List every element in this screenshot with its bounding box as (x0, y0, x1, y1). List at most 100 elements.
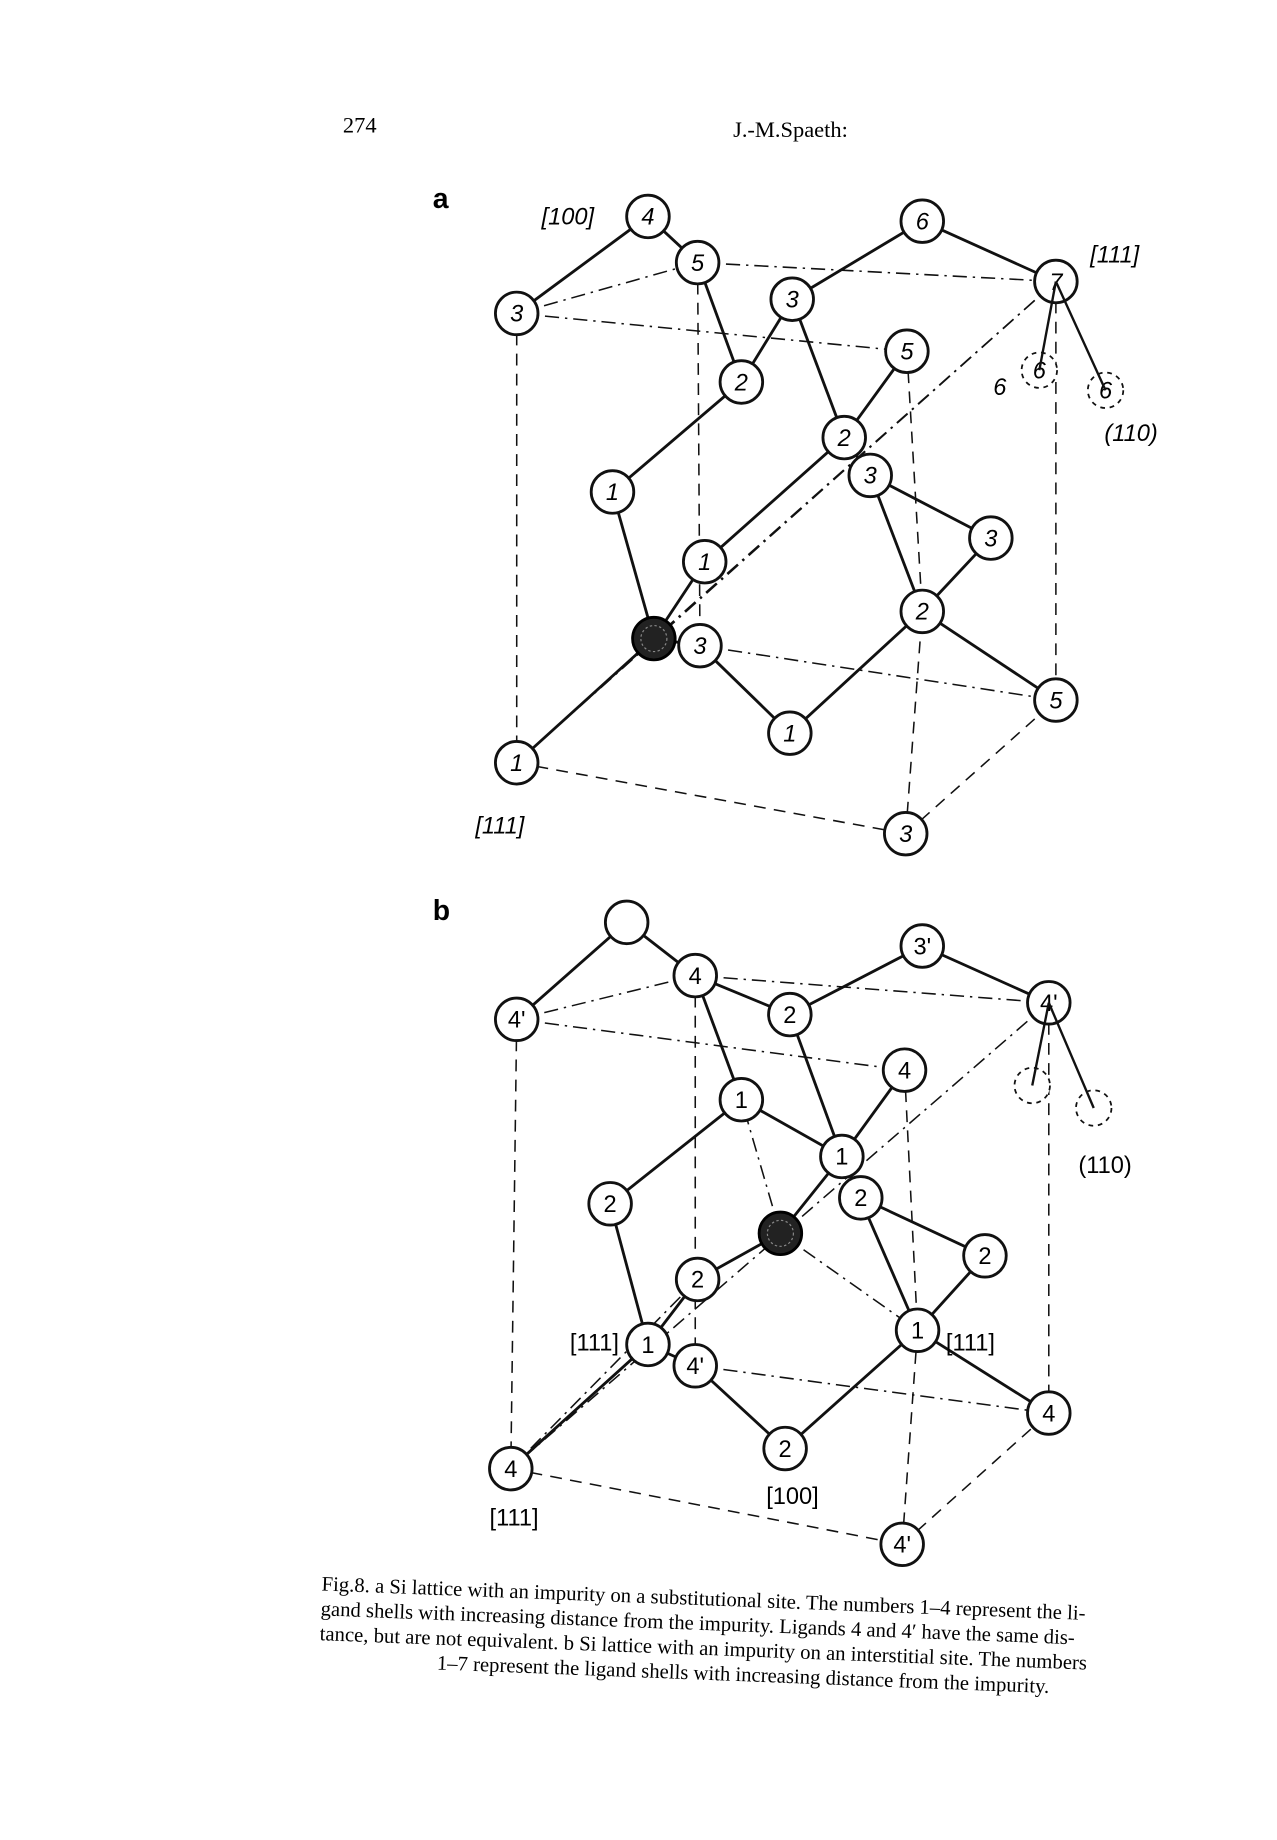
lattice-atom (625, 1321, 671, 1368)
lattice-atom (488, 1445, 534, 1492)
lattice-atom (494, 290, 540, 337)
lattice-atom (899, 588, 945, 635)
atom-label: 4 (504, 1457, 517, 1483)
direction-label: [111] (474, 814, 525, 840)
lattice-atom (767, 710, 813, 756)
atom-label: 5 (1049, 688, 1063, 714)
impurity-hatch (640, 624, 668, 653)
impurity-atom (757, 1210, 804, 1257)
bond-line (789, 944, 923, 1016)
lattice-edge (516, 261, 698, 315)
impurity-atom (631, 615, 677, 662)
bond-line (790, 298, 846, 439)
lattice-edge (516, 1018, 905, 1071)
atom-label: 2 (837, 426, 851, 452)
ghost-atom (1013, 1066, 1051, 1105)
lattice-atom (899, 923, 945, 969)
atom-label: 1 (698, 550, 711, 576)
lattice-atom (821, 414, 867, 461)
atom-label: 2 (734, 370, 748, 396)
lattice-atom (884, 328, 930, 374)
direction-label: (110) (1104, 421, 1157, 447)
lattice-edge (905, 699, 1057, 835)
atom-label: 3 (984, 526, 997, 552)
lattice-atom (767, 991, 813, 1038)
bond-line (515, 215, 649, 315)
atom-label: 2 (854, 1186, 867, 1212)
panel-label-b: b (433, 895, 450, 927)
bond-line (1038, 281, 1058, 371)
atom-label: 4 (898, 1058, 911, 1084)
bond-line (608, 1203, 650, 1345)
direction-label: [111] (490, 1505, 539, 1531)
atom-label: 2 (915, 600, 929, 626)
lattice-atom (677, 622, 723, 669)
lattice-atom (589, 469, 636, 515)
atom-label: 6 (1033, 358, 1047, 384)
direction-label: [111] (570, 1330, 619, 1356)
atom-label: 1 (911, 1319, 924, 1345)
atom-label: 4 (641, 205, 654, 231)
lattice-atom (718, 359, 765, 405)
lattice-atom (603, 899, 650, 946)
lattice-atom (847, 452, 893, 499)
bond-line (609, 1098, 743, 1205)
bond-line (788, 1014, 844, 1157)
bond-line (1047, 1002, 1095, 1109)
direction-label: [111] (1089, 243, 1140, 269)
lattice-atom (674, 239, 721, 286)
atom-label: 5 (691, 251, 705, 277)
atom-label: 4' (686, 1354, 704, 1380)
figure-a-lattice: a 664657335223131235113[100][111]6(110)[… (433, 183, 1158, 857)
lattice-edge (510, 1278, 699, 1470)
direction-label: 6 (993, 375, 1007, 401)
lattice-atom (494, 740, 540, 786)
bond-line (791, 219, 924, 301)
atom-label: 2 (604, 1192, 617, 1218)
lattice-edge (697, 261, 1056, 283)
lattice-edge (516, 312, 907, 353)
atom-label: 4' (893, 1533, 911, 1559)
atom-label: 4 (1042, 1401, 1055, 1427)
bond-line (868, 474, 924, 612)
bond-line (921, 610, 1057, 702)
atom-label: 1 (783, 721, 796, 747)
lattice-edge (516, 974, 696, 1021)
lattice-edge (740, 1099, 782, 1234)
direction-label: [100] (766, 1484, 819, 1510)
atom-label: 3' (913, 934, 931, 960)
bond-line (1054, 281, 1107, 391)
panel-label-a: a (433, 183, 449, 215)
bond-line (703, 436, 846, 563)
lattice-edge (516, 761, 906, 835)
bond-line (611, 380, 743, 494)
lattice-atom (762, 1425, 808, 1472)
atom-label: 3 (899, 822, 912, 848)
lattice-edge (510, 1002, 1050, 1470)
atom-label: 2 (978, 1244, 991, 1270)
impurity-hatch (766, 1219, 794, 1247)
atom-label: 1 (835, 1145, 848, 1171)
lattice-edge (696, 262, 701, 646)
lattice-edge (695, 1365, 1049, 1414)
lattice-atom (682, 539, 728, 585)
atom-label: 4' (508, 1008, 526, 1034)
bond-line (509, 1343, 649, 1470)
bond-line (515, 921, 628, 1021)
atom-label: 2 (783, 1003, 796, 1029)
atom-label: 1 (510, 751, 523, 777)
bond-line (788, 610, 924, 735)
lattice-edge (906, 351, 924, 612)
bond-line (860, 1196, 986, 1258)
atom-label: 1 (606, 480, 619, 506)
lattice-atom (838, 1175, 884, 1221)
lattice-edge (903, 1070, 919, 1331)
figure-caption: Fig.8. a Si lattice with an impurity on … (319, 1574, 1087, 1698)
lattice-atom (879, 1521, 925, 1568)
atom-label: 1 (735, 1088, 748, 1114)
lattice-atom (894, 1307, 941, 1353)
lattice-atom (674, 1256, 721, 1303)
direction-label: [111] (946, 1330, 995, 1356)
atom-label: 3 (864, 464, 877, 490)
